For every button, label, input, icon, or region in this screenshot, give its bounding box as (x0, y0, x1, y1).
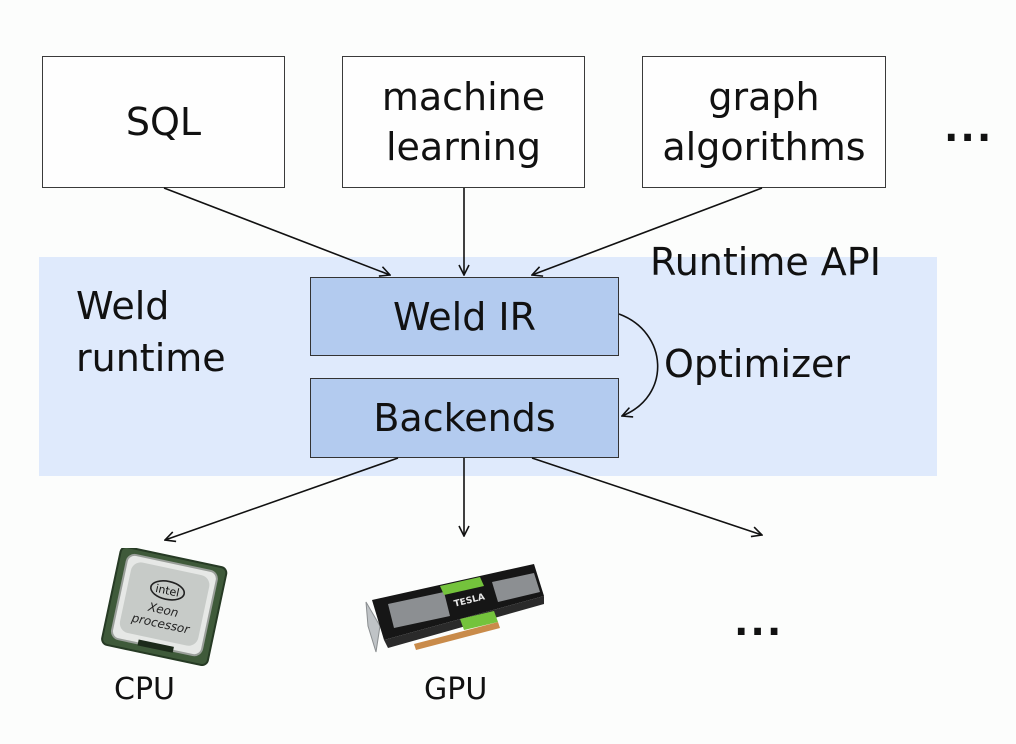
gpu-card-icon: TESLA (365, 564, 544, 653)
optimizer-label: Optimizer (664, 342, 851, 386)
frontends-more-ellipsis: ... (944, 106, 994, 150)
weld-ir-box: Weld IR (310, 277, 619, 356)
frontend-label-line1: machine (381, 75, 546, 119)
frontend-label-line2: learning (385, 125, 542, 169)
arrow-backends-to-more (531, 457, 762, 535)
cpu-brand-text: intel (154, 582, 180, 600)
frontend-label-line1: graph (708, 75, 820, 119)
frontend-box-machine-learning: machine learning (342, 56, 585, 188)
runtime-title-line1: Weld (76, 284, 170, 328)
arrow-graph-to-ir (532, 187, 763, 275)
gpu-label: GPU (424, 672, 488, 707)
weld-ir-label: Weld IR (392, 294, 537, 339)
frontend-box-graph-algorithms: graph algorithms (642, 56, 886, 188)
optimizer-curved-arrow (618, 313, 659, 416)
frontend-box-sql: SQL (42, 56, 285, 188)
cpu-label: CPU (114, 672, 175, 707)
backends-label: Backends (373, 396, 556, 440)
frontend-label-line1: SQL (125, 100, 202, 144)
frontend-label-line2: algorithms (662, 125, 866, 169)
arrow-backends-to-cpu (165, 457, 399, 540)
cpu-model-text: Xeon (146, 600, 180, 620)
runtime-title-line2: runtime (76, 336, 226, 380)
cpu-chip-icon: intel Xeon processor (101, 548, 228, 666)
backends-box: Backends (310, 378, 619, 458)
arrow-sql-to-ir (163, 187, 390, 275)
hardware-more-ellipsis: ... (734, 600, 784, 644)
runtime-api-label: Runtime API (650, 240, 881, 284)
